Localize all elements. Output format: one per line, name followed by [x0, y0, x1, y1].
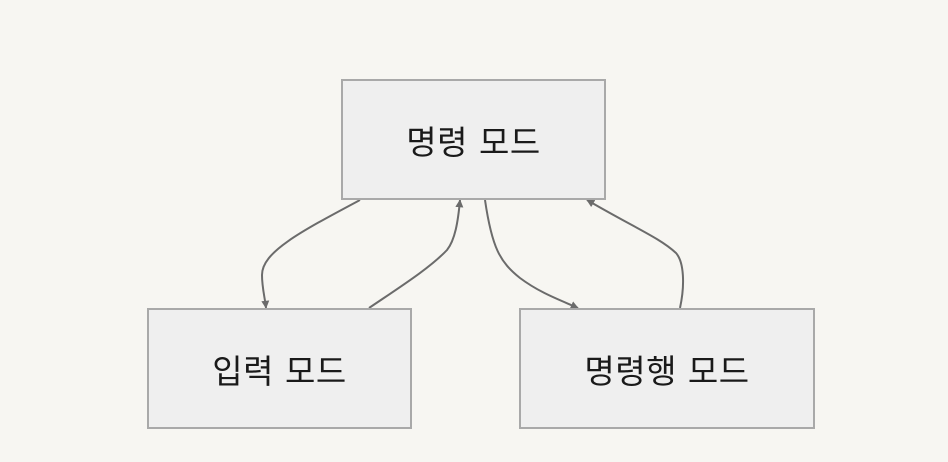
edge-command-to-cmdline — [484, 199, 579, 309]
node-insert-mode: 입력 모드 — [147, 308, 412, 429]
node-cmdline-mode-label: 명령행 모드 — [584, 351, 750, 391]
node-insert-mode-label: 입력 모드 — [212, 351, 347, 391]
edge-command-to-insert — [260, 199, 361, 309]
node-cmdline-mode: 명령행 모드 — [519, 308, 815, 429]
node-command-mode: 명령 모드 — [341, 79, 606, 200]
edge-cmdline-to-command — [586, 199, 685, 309]
edge-insert-to-command — [368, 199, 464, 309]
node-command-mode-label: 명령 모드 — [406, 122, 541, 162]
